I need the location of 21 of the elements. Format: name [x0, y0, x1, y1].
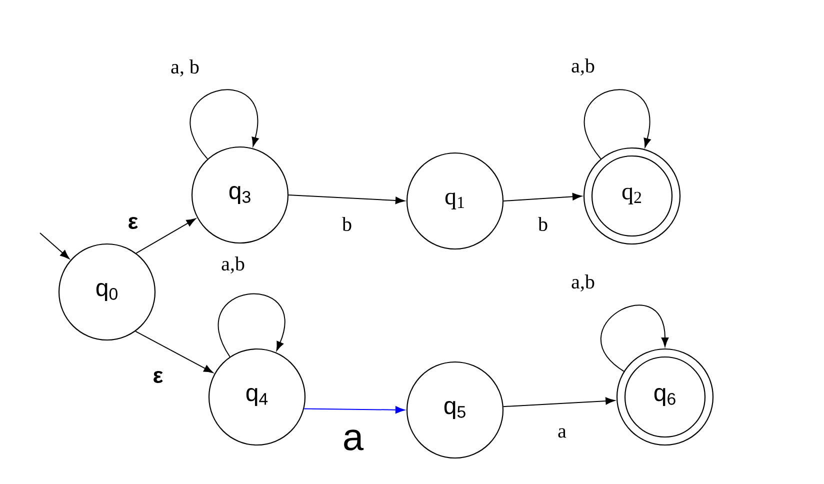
- arrow: [135, 330, 214, 373]
- edge-label: a,b: [570, 274, 596, 292]
- edge-label: b: [341, 216, 353, 232]
- arrow: [503, 193, 582, 202]
- edge-label: a,b: [570, 58, 596, 76]
- edge-label: ε: [152, 370, 164, 384]
- edge-label: a: [341, 428, 365, 452]
- loop-arrow: [190, 89, 259, 160]
- arrow: [304, 406, 405, 414]
- edge-label: a, b: [170, 58, 200, 78]
- loop-arrow: [584, 89, 651, 160]
- edge-label: b: [537, 216, 549, 232]
- arrow: [288, 194, 405, 204]
- loop-arrow: [218, 294, 286, 358]
- arrow: [136, 218, 196, 254]
- edge-label: a: [556, 427, 568, 439]
- start-arrow: [40, 232, 70, 259]
- edge-label: a,b: [220, 256, 246, 274]
- arrow: [502, 397, 615, 408]
- loop-arrow: [600, 304, 669, 372]
- edge-label: ε: [126, 216, 140, 230]
